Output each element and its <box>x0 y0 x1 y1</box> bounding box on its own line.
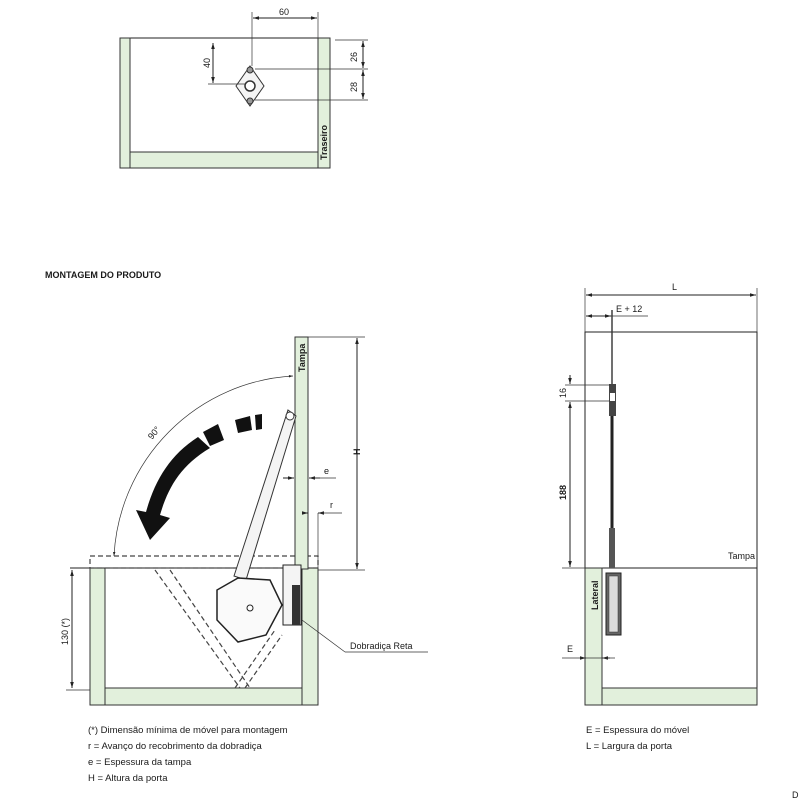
dim-E12-label: E + 12 <box>616 304 642 314</box>
dim-16-label: 16 <box>558 388 568 398</box>
dim-130-label: 130 (*) <box>60 618 70 645</box>
note-line: e = Espessura da tampa <box>88 757 192 768</box>
corner-mark: D <box>792 790 799 800</box>
left-panel <box>119 37 131 169</box>
dim-60-label: 60 <box>279 7 289 17</box>
front-notes: E = Espessura do móvel L = Largura da po… <box>586 725 689 752</box>
section-heading: MONTAGEM DO PRODUTO <box>45 270 161 280</box>
dim-H-label: H <box>352 449 362 456</box>
note-line: r = Avanço do recobrimento da dobradiça <box>88 741 263 752</box>
side-panel <box>584 567 603 706</box>
cabinet-right-panel <box>301 567 319 706</box>
bottom-panel <box>129 151 319 169</box>
dim-188-label: 188 <box>558 485 568 500</box>
dim-r-label: r <box>330 500 333 510</box>
dim-40-label: 40 <box>202 58 212 68</box>
assembly-notes: (*) Dimensão mínima de móvel para montag… <box>88 725 288 784</box>
hinge-plate-icon <box>235 65 265 107</box>
cabinet-left-panel <box>89 567 106 706</box>
note-line: L = Largura da porta <box>586 741 673 752</box>
top-view: Traseiro 60 40 26 28 <box>119 7 368 169</box>
hinge-arm <box>605 310 622 636</box>
dim-E-label: E <box>567 644 573 654</box>
back-panel-label: Traseiro <box>319 124 329 160</box>
dim-L-label: L <box>672 282 677 292</box>
cabinet-bottom-panel <box>104 687 303 706</box>
assembly-view: Tampa 90° H e <box>60 336 428 706</box>
front-view: Lateral Tampa L E + 12 16 188 E <box>558 282 758 706</box>
closing-arrow-icon <box>136 414 262 540</box>
dim-26-label: 26 <box>349 52 359 62</box>
lift-mechanism <box>154 409 302 689</box>
front-bottom-panel <box>601 687 758 706</box>
dim-28-label: 28 <box>349 82 359 92</box>
door-label: Tampa <box>297 343 307 372</box>
note-line: H = Altura da porta <box>88 773 168 784</box>
note-line: E = Espessura do móvel <box>586 725 689 736</box>
angle-label: 90° <box>146 424 163 441</box>
dim-e-label: e <box>324 466 329 476</box>
angle-arc <box>112 374 294 557</box>
hinge-callout-label: Dobradiça Reta <box>350 641 413 651</box>
side-label: Lateral <box>590 580 600 610</box>
note-line: (*) Dimensão mínima de móvel para montag… <box>88 725 288 736</box>
front-door-label: Tampa <box>728 551 755 561</box>
back-panel <box>317 37 331 169</box>
